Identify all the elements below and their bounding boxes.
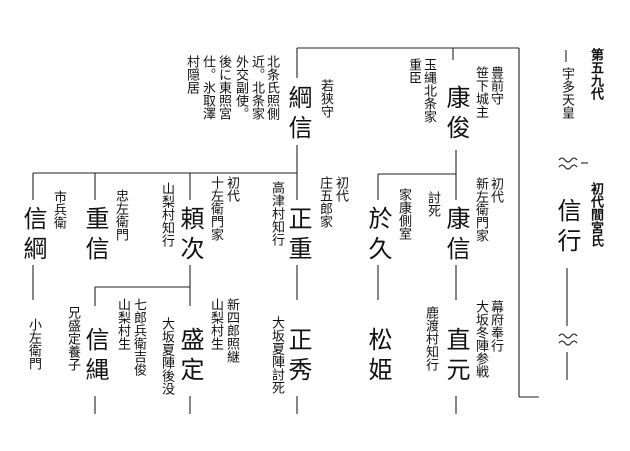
yasutoshi-note: 玉縄北条家 bbox=[421, 58, 436, 123]
naomoto-note: 鹿渡村知行 bbox=[423, 306, 438, 371]
squiggle-mark bbox=[558, 164, 578, 170]
masashige-note: 庄五郎家 bbox=[317, 176, 332, 228]
person-masahide: 正秀 bbox=[284, 327, 312, 387]
yasutoshi-note: 笹下城主 bbox=[473, 66, 488, 118]
nobunawa-note: 七郎兵衛吉俊 bbox=[131, 298, 146, 376]
emperor-label: 宇多天皇 bbox=[559, 67, 574, 119]
yasutoshi-note: 重臣 bbox=[406, 58, 421, 84]
tsunanobu-note: 若狭守 bbox=[318, 79, 333, 118]
yoritsugu-note: 初代 bbox=[224, 176, 239, 202]
squiggle-mark bbox=[558, 157, 578, 163]
tsunanobu-note: 北条氏照側 bbox=[264, 55, 279, 120]
clan-title: 初代間宮氏 bbox=[588, 182, 603, 247]
person-nobutsuna: 信綱 bbox=[19, 206, 47, 266]
person-matsuhime: 松姫 bbox=[364, 327, 392, 387]
person-yasunobu: 康信 bbox=[442, 206, 470, 266]
nobutsuna-child-note: 小左衛門 bbox=[26, 318, 41, 370]
yasutoshi-note: 豊前守 bbox=[488, 66, 503, 105]
person-morisada: 盛定 bbox=[176, 327, 204, 387]
yasunobu-note: 新左衛門家 bbox=[473, 177, 488, 242]
masashige-note: 高津村知行 bbox=[269, 181, 284, 246]
person-yasutoshi: 康俊 bbox=[442, 85, 470, 145]
person-nobunawa: 信縄 bbox=[81, 327, 109, 387]
tsunanobu-note: 近。北条家 bbox=[249, 55, 264, 120]
person-naomoto: 直元 bbox=[442, 327, 470, 387]
nobutsuna-note: 市兵衛 bbox=[51, 190, 66, 229]
person-yoritsugu: 頼次 bbox=[176, 206, 204, 266]
yasunobu-note: 討死 bbox=[425, 191, 440, 217]
person-tsunanobu: 綱信 bbox=[284, 85, 312, 145]
yasunobu-note: 初代 bbox=[488, 177, 503, 203]
masashige-note: 初代 bbox=[333, 176, 348, 202]
yoritsugu-note: 十左衛門家 bbox=[208, 176, 223, 241]
person-nobuyuki: 信行 bbox=[553, 198, 581, 258]
squiggle-mark bbox=[558, 340, 578, 346]
tsunanobu-note: 仕。氷取澤 bbox=[200, 55, 215, 120]
morisada-note: 新四郎照継 bbox=[224, 298, 239, 363]
masahide-note: 大坂夏陣討死 bbox=[269, 316, 284, 394]
tsunanobu-note: 村隠居 bbox=[184, 55, 199, 94]
oku-note: 家康側室 bbox=[396, 188, 411, 240]
shigenobu-note: 忠左衛門 bbox=[113, 189, 128, 241]
yoritsugu-note: 山梨村知行 bbox=[159, 182, 174, 247]
tsunanobu-note: 後に東照宮 bbox=[216, 55, 231, 120]
squiggle-mark bbox=[558, 333, 578, 339]
morisada-note: 大坂夏陣後没 bbox=[159, 317, 174, 395]
generation-label: 第五九代 bbox=[588, 48, 603, 100]
naomoto-note: 大坂冬陣参戦 bbox=[473, 300, 488, 378]
nobunawa-note: 山梨村生 bbox=[115, 298, 130, 350]
morisada-note: 山梨村生 bbox=[208, 298, 223, 350]
naomoto-note: 幕府奉行 bbox=[488, 300, 503, 352]
person-shigenobu: 重信 bbox=[81, 206, 109, 266]
tsunanobu-note: 外交副使。 bbox=[233, 55, 248, 120]
person-oku: 於久 bbox=[364, 206, 392, 266]
person-masashige: 正重 bbox=[284, 206, 312, 266]
nobunawa-note: 兄盛定養子 bbox=[65, 306, 80, 371]
